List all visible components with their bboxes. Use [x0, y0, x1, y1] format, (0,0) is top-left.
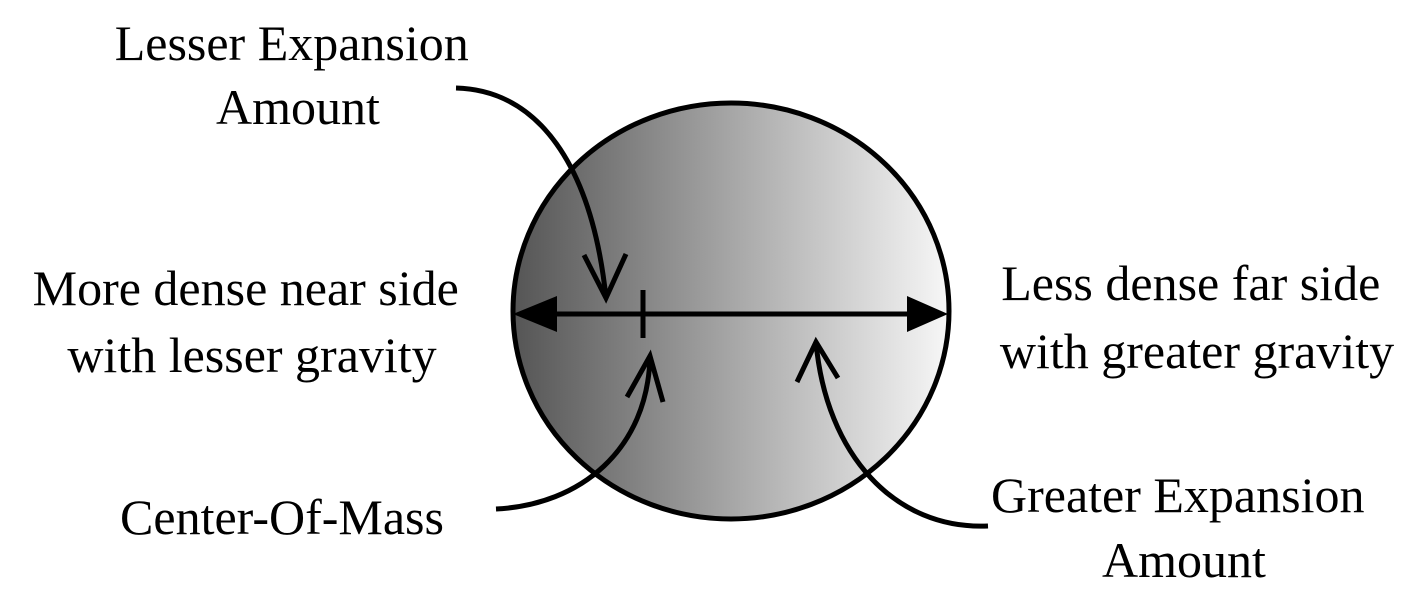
center-of-mass-line-1: Center-Of-Mass — [120, 489, 444, 545]
center-of-mass-label: Center-Of-Mass — [120, 489, 444, 545]
near-side-line-1: More dense near side — [33, 260, 459, 316]
greater-expansion-line-1: Greater Expansion — [991, 467, 1364, 523]
left-arrowhead — [513, 296, 557, 332]
far-side-line-1: Less dense far side — [1001, 255, 1380, 311]
celestial-body — [510, 100, 952, 522]
lesser-expansion-pointer — [455, 85, 609, 299]
far-side-line-2: with greater gravity — [1000, 323, 1394, 379]
lesser-expansion-line-2: Amount — [216, 79, 380, 135]
lesser-expansion-arrowhead — [581, 252, 629, 304]
lesser-expansion-line-1: Lesser Expansion — [115, 15, 469, 71]
greater-expansion-pointer — [813, 341, 989, 529]
right-arrowhead — [907, 296, 948, 332]
near-side-line-2: with lesser gravity — [67, 327, 436, 383]
center-of-mass-arrowhead — [624, 349, 666, 403]
greater-expansion-arrowhead — [794, 336, 841, 384]
lesser-expansion-label: Lesser Expansion Amount — [115, 15, 482, 135]
far-side-label: Less dense far side with greater gravity — [1000, 255, 1394, 379]
near-side-label: More dense near side with lesser gravity — [33, 260, 472, 383]
greater-expansion-label: Greater Expansion Amount — [991, 467, 1377, 588]
center-of-mass-pointer — [495, 355, 653, 512]
greater-expansion-line-2: Amount — [1102, 532, 1266, 588]
